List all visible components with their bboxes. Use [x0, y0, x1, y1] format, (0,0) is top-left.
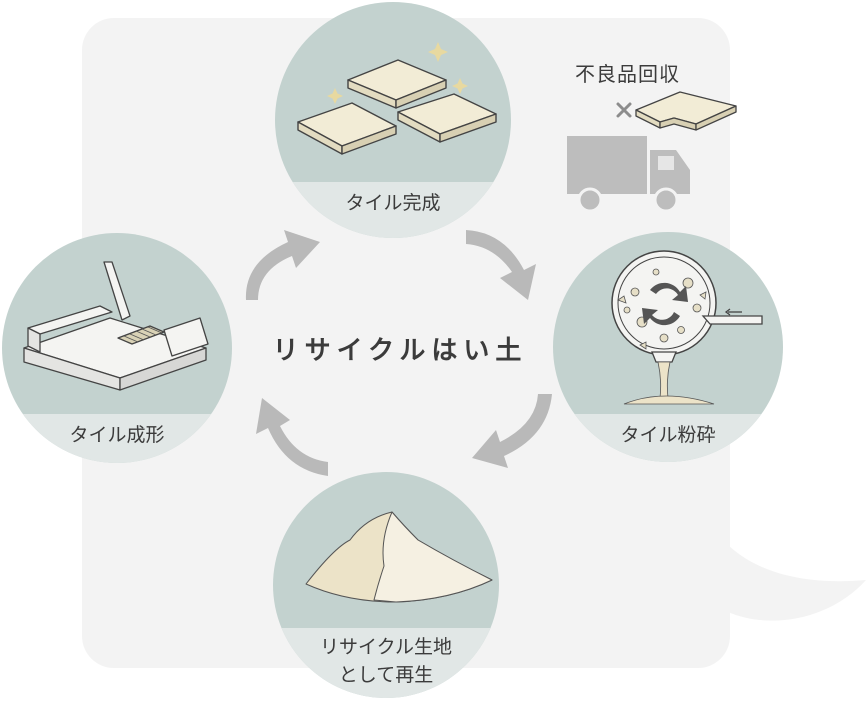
truck-icon	[567, 136, 690, 213]
reject-x-icon	[616, 102, 632, 118]
crusher-drum-icon	[611, 250, 763, 405]
arrow-crush-to-clay-icon	[472, 394, 552, 468]
arrow-complete-to-crush-icon	[466, 230, 536, 300]
step-label-crush: タイル粉砕	[620, 424, 716, 446]
broken-tile-icon	[635, 91, 737, 131]
step-label-forming: タイル成形	[69, 424, 165, 446]
center-title: リサイクルはい土	[272, 336, 528, 366]
finished-tiles-icon	[297, 59, 497, 155]
arrow-clay-to-forming-icon	[256, 398, 328, 476]
step-label-recycle-line1: リサイクル生地	[319, 636, 453, 658]
defect-recovery-label: 不良品回収	[575, 62, 680, 86]
clay-pile-icon	[305, 511, 493, 603]
step-label-recycle-line2: として再生	[338, 664, 434, 686]
step-label-complete: タイル完成	[345, 192, 441, 214]
arrow-forming-to-complete-icon	[245, 230, 320, 300]
forming-press-icon	[23, 261, 209, 391]
cycle-arrows	[245, 230, 552, 476]
rotation-arrows-icon	[642, 282, 688, 326]
defect-recovery-truck	[567, 91, 737, 213]
sparkle-icon	[327, 42, 468, 104]
step-tile-forming	[2, 233, 232, 463]
